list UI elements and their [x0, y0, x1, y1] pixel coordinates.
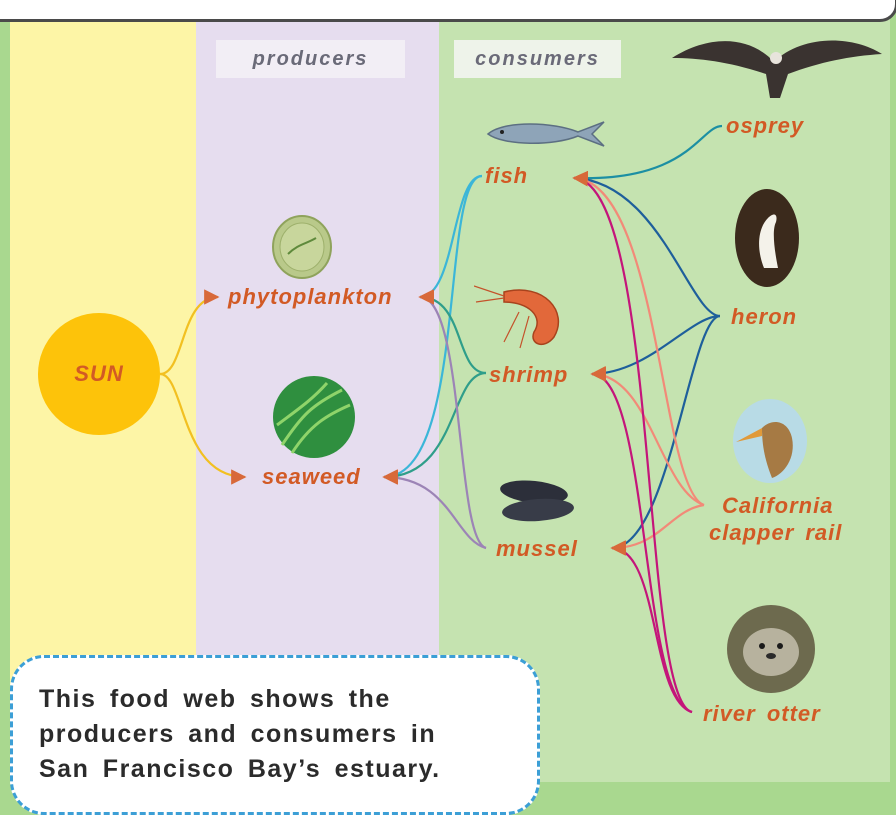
fish-label: fish — [485, 163, 528, 189]
link-fish-phytoplankton — [420, 176, 482, 297]
phytoplankton-icon — [270, 214, 334, 280]
caption-line-1: This food web shows the — [39, 682, 537, 717]
sun-label: SUN — [74, 361, 123, 387]
shrimp-icon — [474, 282, 574, 352]
caption-note: This food web shows the producers and co… — [10, 655, 540, 815]
seaweed-icon — [272, 375, 356, 459]
heron-label: heron — [731, 304, 797, 330]
osprey-label: osprey — [726, 113, 804, 139]
mussel-label: mussel — [496, 536, 578, 562]
link-rail-mussel — [612, 505, 704, 548]
osprey-icon — [670, 28, 884, 100]
fish-icon — [484, 118, 608, 150]
shrimp-label: shrimp — [489, 362, 568, 388]
clapper-rail-label-line2: clapper rail — [709, 520, 842, 546]
river-otter-icon — [726, 604, 816, 694]
clapper-rail-label-line1: California — [722, 493, 833, 519]
link-shrimp-seaweed — [384, 373, 486, 477]
link-heron-fish — [574, 178, 720, 316]
heron-icon — [734, 188, 800, 288]
link-sun-phytoplankton — [160, 297, 218, 374]
phytoplankton-label: phytoplankton — [228, 284, 393, 310]
caption-line-2: producers and consumers in — [39, 717, 537, 752]
link-sun-seaweed — [160, 374, 245, 477]
river-otter-label: river otter — [703, 701, 821, 727]
mussel-icon — [498, 478, 576, 524]
link-rail-fish — [574, 178, 704, 505]
link-otter-mussel — [612, 548, 692, 712]
link-heron-mussel — [612, 316, 720, 548]
sun-circle: SUN — [38, 313, 160, 435]
clapper-rail-icon — [732, 398, 808, 484]
seaweed-label: seaweed — [262, 464, 361, 490]
link-fish-seaweed — [384, 176, 482, 477]
